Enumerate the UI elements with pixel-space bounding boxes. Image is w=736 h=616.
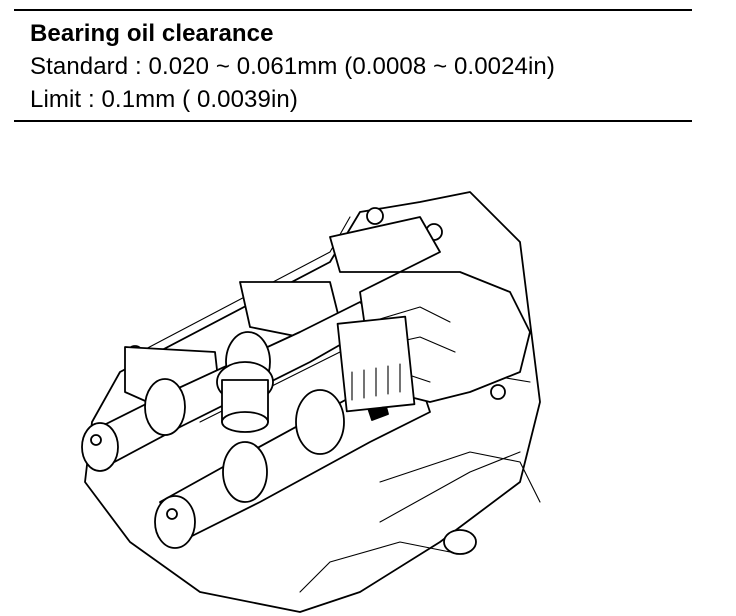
camshaft-lower-hole [166,508,178,520]
camshaft-lower-lobe-2 [295,389,345,455]
camshaft-lower-end [154,495,196,549]
hand-finger-1 [369,306,451,323]
camshaft-illustration [0,122,736,616]
head-lower-detail-2 [379,451,541,503]
tappet-bottom [221,411,269,433]
head-lower-detail-1 [299,541,451,593]
head-edge-line-4 [379,451,521,523]
camshaft-upper-end [81,422,119,472]
bottom-rule [14,120,692,122]
bolt-1 [366,207,384,225]
gauge-scale-card [336,315,416,413]
camshaft-lower-lobe-1 [222,441,268,503]
bearing-cap-rear [329,216,441,273]
head-lower-bolt [490,384,506,400]
camshaft-drawing [81,191,541,613]
camshaft-lower [159,381,431,543]
top-rule [14,9,692,11]
cylinder-head-outline [84,191,541,613]
spec-limit: Limit : 0.1mm ( 0.0039in) [30,86,298,113]
head-edge-line-1 [139,216,351,353]
spec-title: Bearing oil clearance [30,20,274,47]
head-lower-port [443,529,477,555]
spec-block: Bearing oil clearance Standard : 0.020 ~… [30,17,555,116]
camshaft-upper-lobe-1 [144,378,186,436]
gauge-scale-marks [351,363,401,401]
spec-standard: Standard : 0.020 ~ 0.061mm (0.0008 ~ 0.0… [30,53,555,80]
camshaft-upper-hole [90,434,102,446]
